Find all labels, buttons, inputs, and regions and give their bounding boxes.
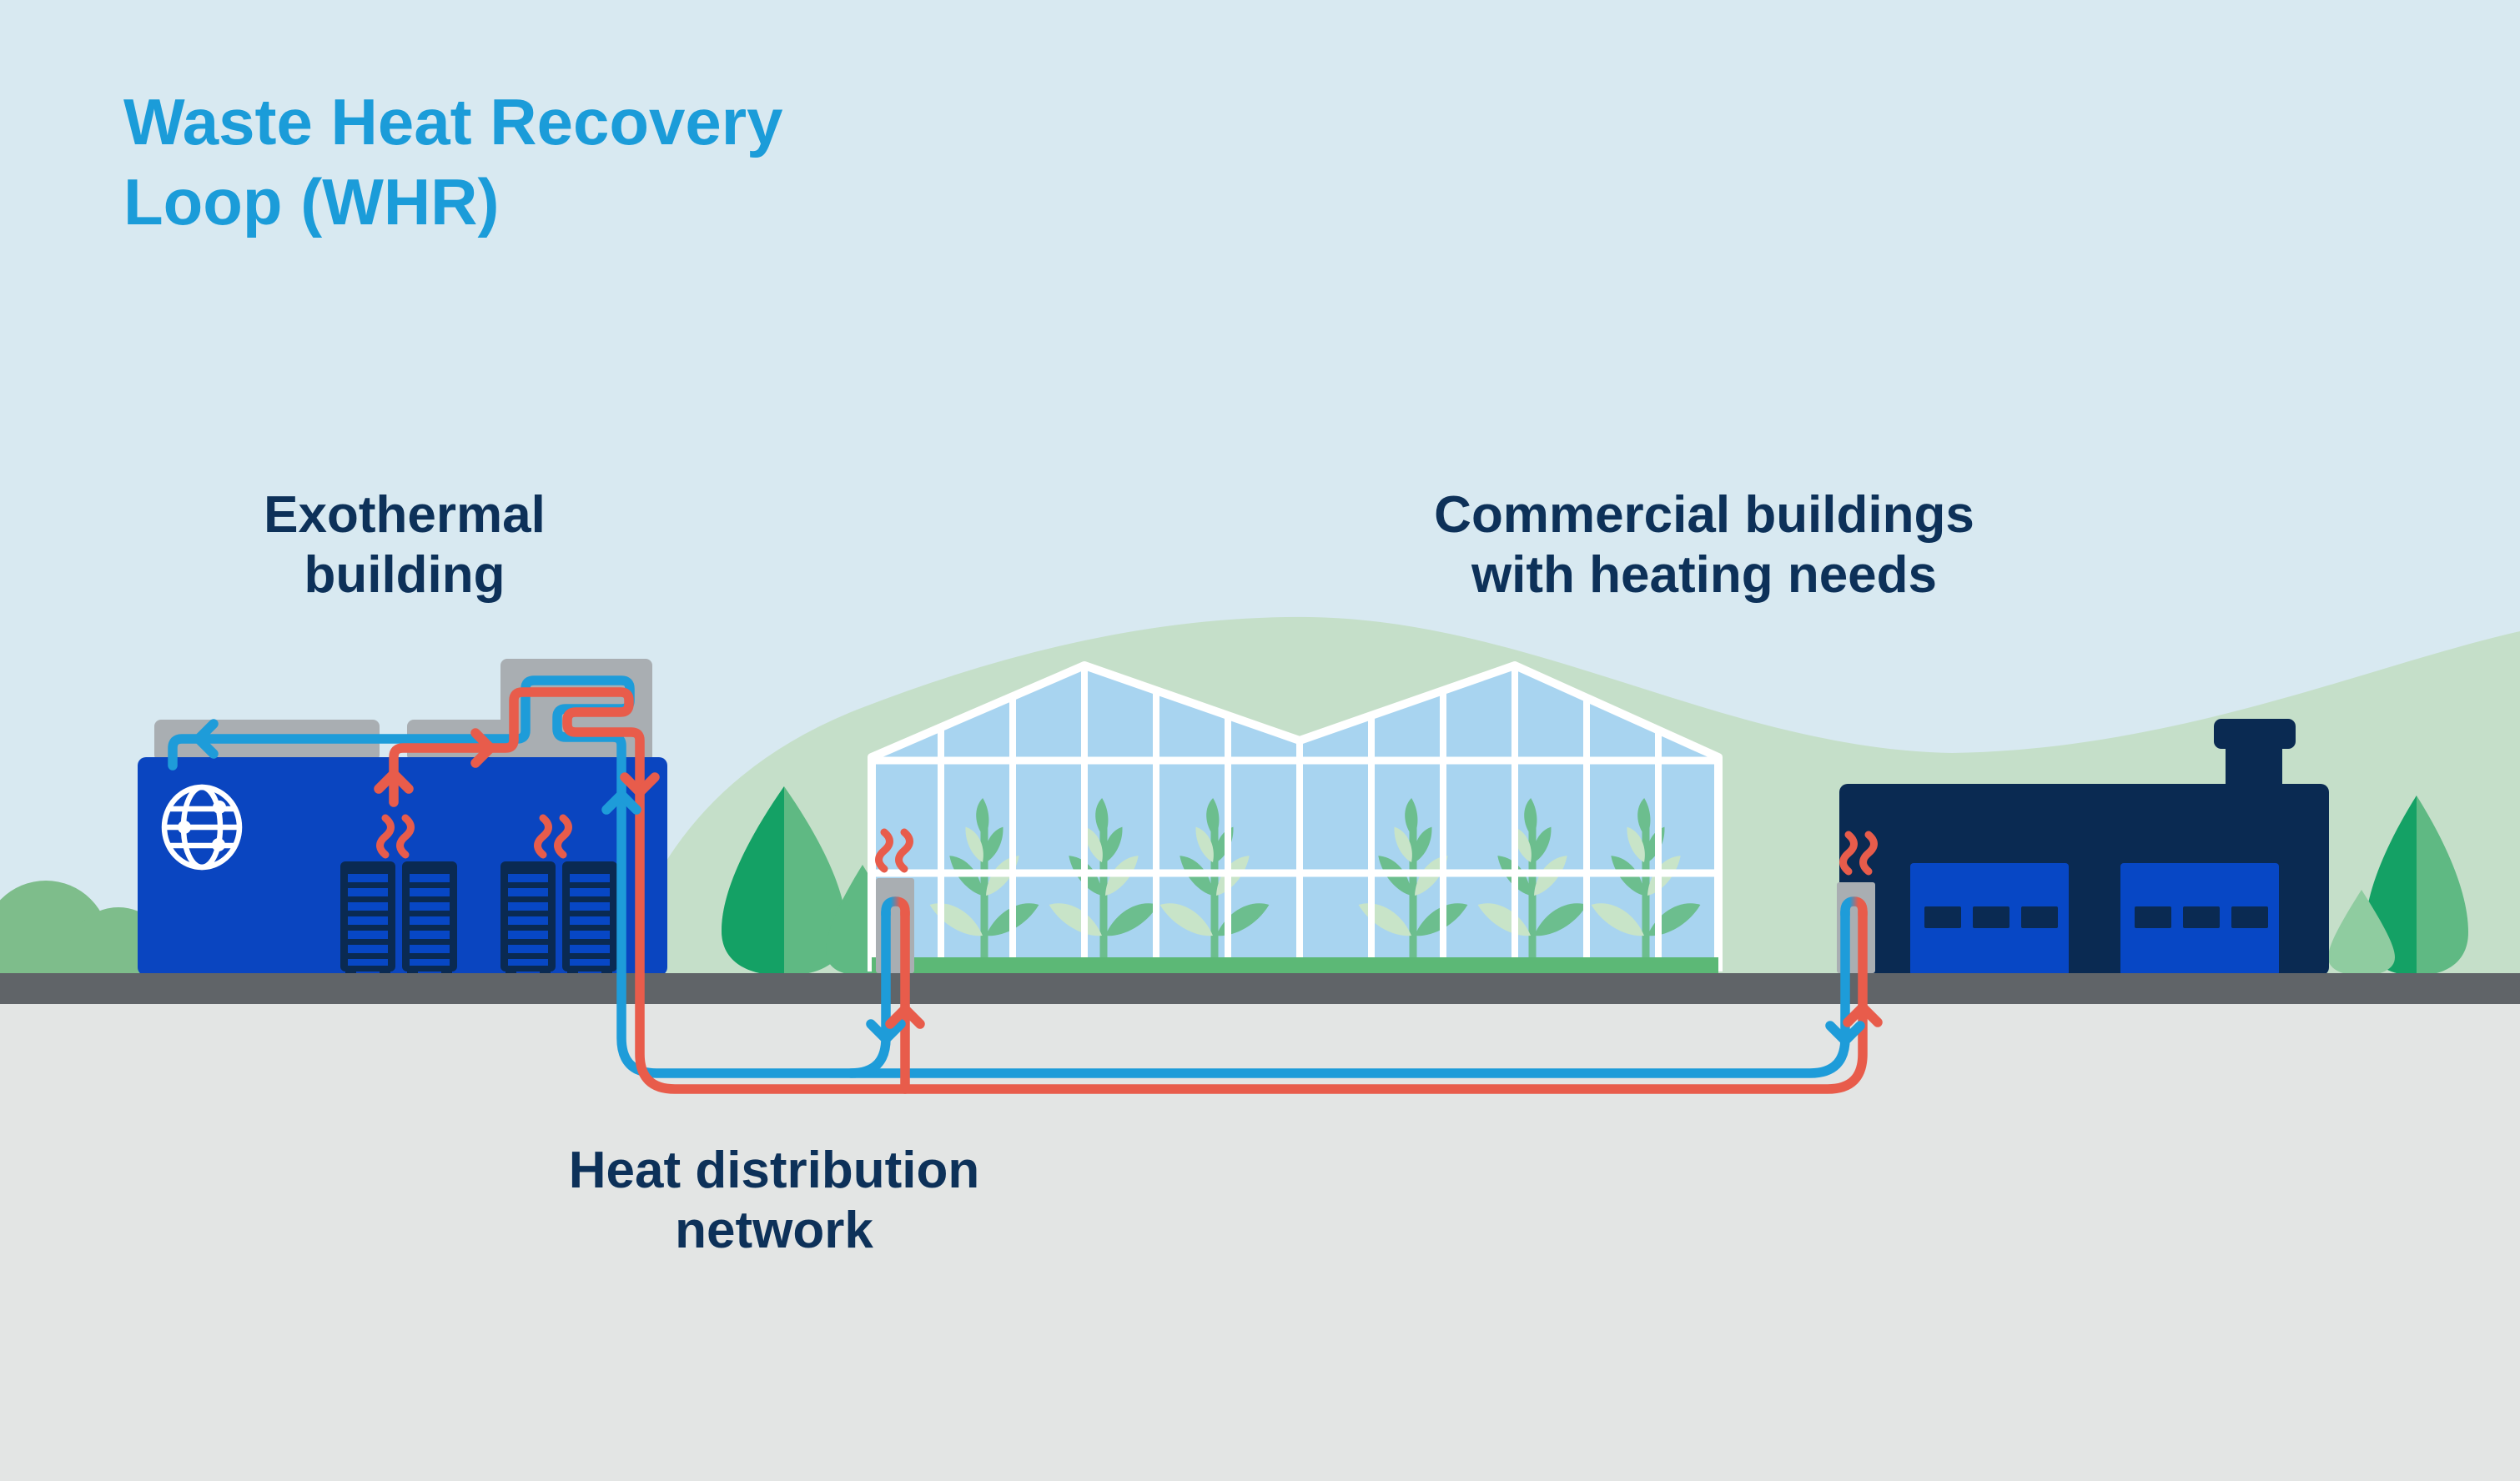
flow-arrows	[194, 719, 1883, 1046]
arrow-left-icon	[194, 719, 219, 759]
commercial-buildings-label: Commercial buildings with heating needs	[1434, 486, 1974, 604]
page-title: Waste Heat Recovery Loop (WHR)	[123, 82, 782, 242]
arrow-right-icon	[470, 728, 495, 768]
garage-door	[1910, 863, 2069, 976]
greenhouse	[868, 661, 1723, 973]
arrow-up-icon	[885, 1004, 925, 1029]
arrow-down-icon	[866, 1019, 906, 1044]
arrow-down-icon	[1825, 1021, 1865, 1046]
heat-pipe-hot	[389, 687, 1868, 1094]
arrow-up-icon	[374, 769, 414, 794]
pipe-u-bend	[1840, 896, 1868, 920]
heat-distribution-network-label: Heat distribution network	[568, 1142, 980, 1259]
tree	[2328, 796, 2468, 976]
arrow-down-icon	[620, 772, 660, 797]
garage-door	[2120, 863, 2279, 976]
server-rack	[340, 861, 617, 977]
greenhouse-frame	[872, 665, 1718, 971]
arrow-up-icon	[601, 790, 641, 815]
road	[0, 973, 2520, 1004]
underground	[0, 1004, 2520, 1481]
greenhouse-base	[872, 957, 1718, 973]
page-title-line1: Waste Heat Recovery	[123, 85, 783, 158]
arrow-up-icon	[1843, 1002, 1883, 1027]
commercial-building	[1839, 719, 2329, 976]
chimney-cap	[2214, 719, 2296, 749]
pipe-u-bend	[881, 896, 910, 920]
exothermal-building-label: Exothermal building	[264, 486, 546, 604]
globe-network-icon	[161, 784, 243, 871]
page-title-line2: Loop (WHR)	[123, 165, 500, 238]
